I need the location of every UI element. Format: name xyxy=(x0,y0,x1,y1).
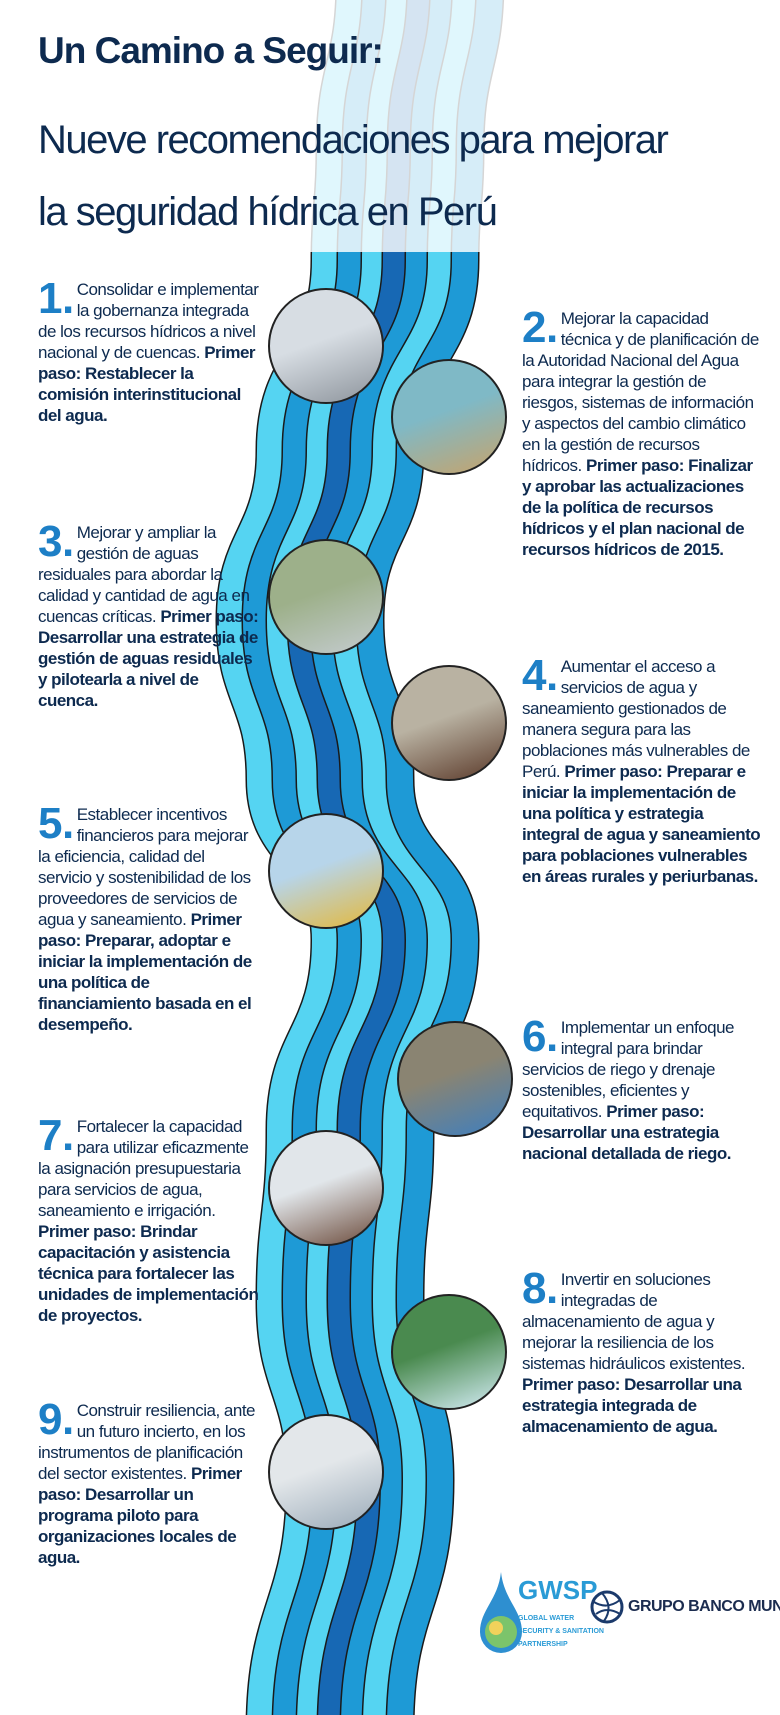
gwsp-line1: GLOBAL WATER xyxy=(518,1615,575,1622)
first-step-text: Primer paso: Finalizar y aprobar las act… xyxy=(522,456,753,559)
river-band xyxy=(216,0,363,1715)
page-title: Un Camino a Seguir: xyxy=(38,30,384,71)
first-step-text: Primer paso: Desarrollar una estrategia … xyxy=(522,1102,731,1163)
river-band xyxy=(332,0,477,1715)
title-overlay xyxy=(0,0,780,252)
recommendation-4: 4.Aumentar el acceso a servicios de agua… xyxy=(522,651,762,887)
first-step-text: Primer paso: Brindar capacitación y asis… xyxy=(38,1222,259,1325)
irrigation-pipe-illustration xyxy=(397,1021,513,1137)
recommendation-text: Implementar un enfoque integral para bri… xyxy=(522,1018,735,1121)
recommendation-8: 8.Invertir en soluciones integradas de a… xyxy=(522,1264,762,1437)
child-drinking-tap-illustration xyxy=(391,665,507,781)
recommendation-number: 7. xyxy=(38,1111,74,1160)
world-bank-logo: GRUPO BANCO MUNDIAL xyxy=(590,1590,780,1630)
gwsp-line3: PARTNERSHIP xyxy=(518,1641,568,1648)
waterfall-illustration xyxy=(391,1294,507,1410)
recommendation-7: 7.Fortalecer la capacidad para utilizar … xyxy=(38,1111,260,1326)
recommendation-number: 4. xyxy=(522,651,558,700)
first-step-text: Primer paso: Preparar e iniciar la imple… xyxy=(522,762,761,886)
recommendation-text: Construir resiliencia, ante un futuro in… xyxy=(38,1401,256,1483)
page-subtitle-line2: la seguridad hídrica en Perú xyxy=(38,190,498,234)
puzzle-map-illustration xyxy=(391,359,507,475)
first-step-text: Primer paso: Preparar, adoptar e iniciar… xyxy=(38,910,252,1034)
recommendation-text: Consolidar e implementar la gobernanza i… xyxy=(38,280,259,362)
recommendation-3: 3.Mejorar y ampliar la gestión de aguas … xyxy=(38,517,260,711)
recommendation-text: Invertir en soluciones integradas de alm… xyxy=(522,1270,746,1373)
recommendation-number: 1. xyxy=(38,274,74,323)
recommendation-9: 9.Construir resiliencia, ante un futuro … xyxy=(38,1395,260,1568)
recommendation-number: 2. xyxy=(522,303,558,352)
recommendation-6: 6.Implementar un enfoque integral para b… xyxy=(522,1012,762,1164)
recommendation-5: 5.Establecer incentivos financieros para… xyxy=(38,799,260,1035)
water-drop-globe-icon xyxy=(480,1572,522,1653)
world-bank-name: GRUPO BANCO MUNDIAL xyxy=(628,1598,780,1615)
umbrella-coins-illustration xyxy=(268,813,384,929)
recommendation-text: Fortalecer la capacidad para utilizar ef… xyxy=(38,1117,249,1220)
wastewater-plant-illustration xyxy=(268,539,384,655)
first-step-text: Primer paso: Desarrollar una estrategia … xyxy=(38,607,259,710)
government-building-illustration xyxy=(268,288,384,404)
recommendation-text: Mejorar la capacidad técnica y de planif… xyxy=(522,309,759,475)
clipboard-calendar-illustration xyxy=(268,1414,384,1530)
globe-icon xyxy=(590,1590,624,1624)
page-subtitle-line1: Nueve recomendaciones para mejorar xyxy=(38,118,669,162)
gwsp-logo: GWSP GLOBAL WATER SECURITY & SANITATION … xyxy=(478,1570,608,1660)
recommendation-number: 3. xyxy=(38,517,74,566)
recommendation-number: 9. xyxy=(38,1395,74,1444)
first-step-text: Primer paso: Desarrollar un programa pil… xyxy=(38,1464,242,1567)
recommendation-number: 5. xyxy=(38,799,74,848)
recommendation-number: 8. xyxy=(522,1264,558,1313)
recommendation-text: Establecer incentivos financieros para m… xyxy=(38,805,251,929)
online-training-illustration xyxy=(268,1130,384,1246)
recommendation-text: Aumentar el acceso a servicios de agua y… xyxy=(522,657,750,781)
recommendation-text: Mejorar y ampliar la gestión de aguas re… xyxy=(38,523,250,626)
recommendation-number: 6. xyxy=(522,1012,558,1061)
gwsp-line2: SECURITY & SANITATION xyxy=(518,1628,604,1635)
recommendation-1: 1.Consolidar e implementar la gobernanza… xyxy=(38,274,260,426)
first-step-text: Primer paso: Desarrollar una estrategia … xyxy=(522,1375,742,1436)
river-band xyxy=(310,0,453,1715)
recommendation-2: 2.Mejorar la capacidad técnica y de plan… xyxy=(522,303,762,560)
river-band xyxy=(242,0,387,1715)
first-step-text: Primer paso: Restablecer la comisión int… xyxy=(38,343,256,425)
gwsp-name: GWSP xyxy=(518,1575,598,1605)
